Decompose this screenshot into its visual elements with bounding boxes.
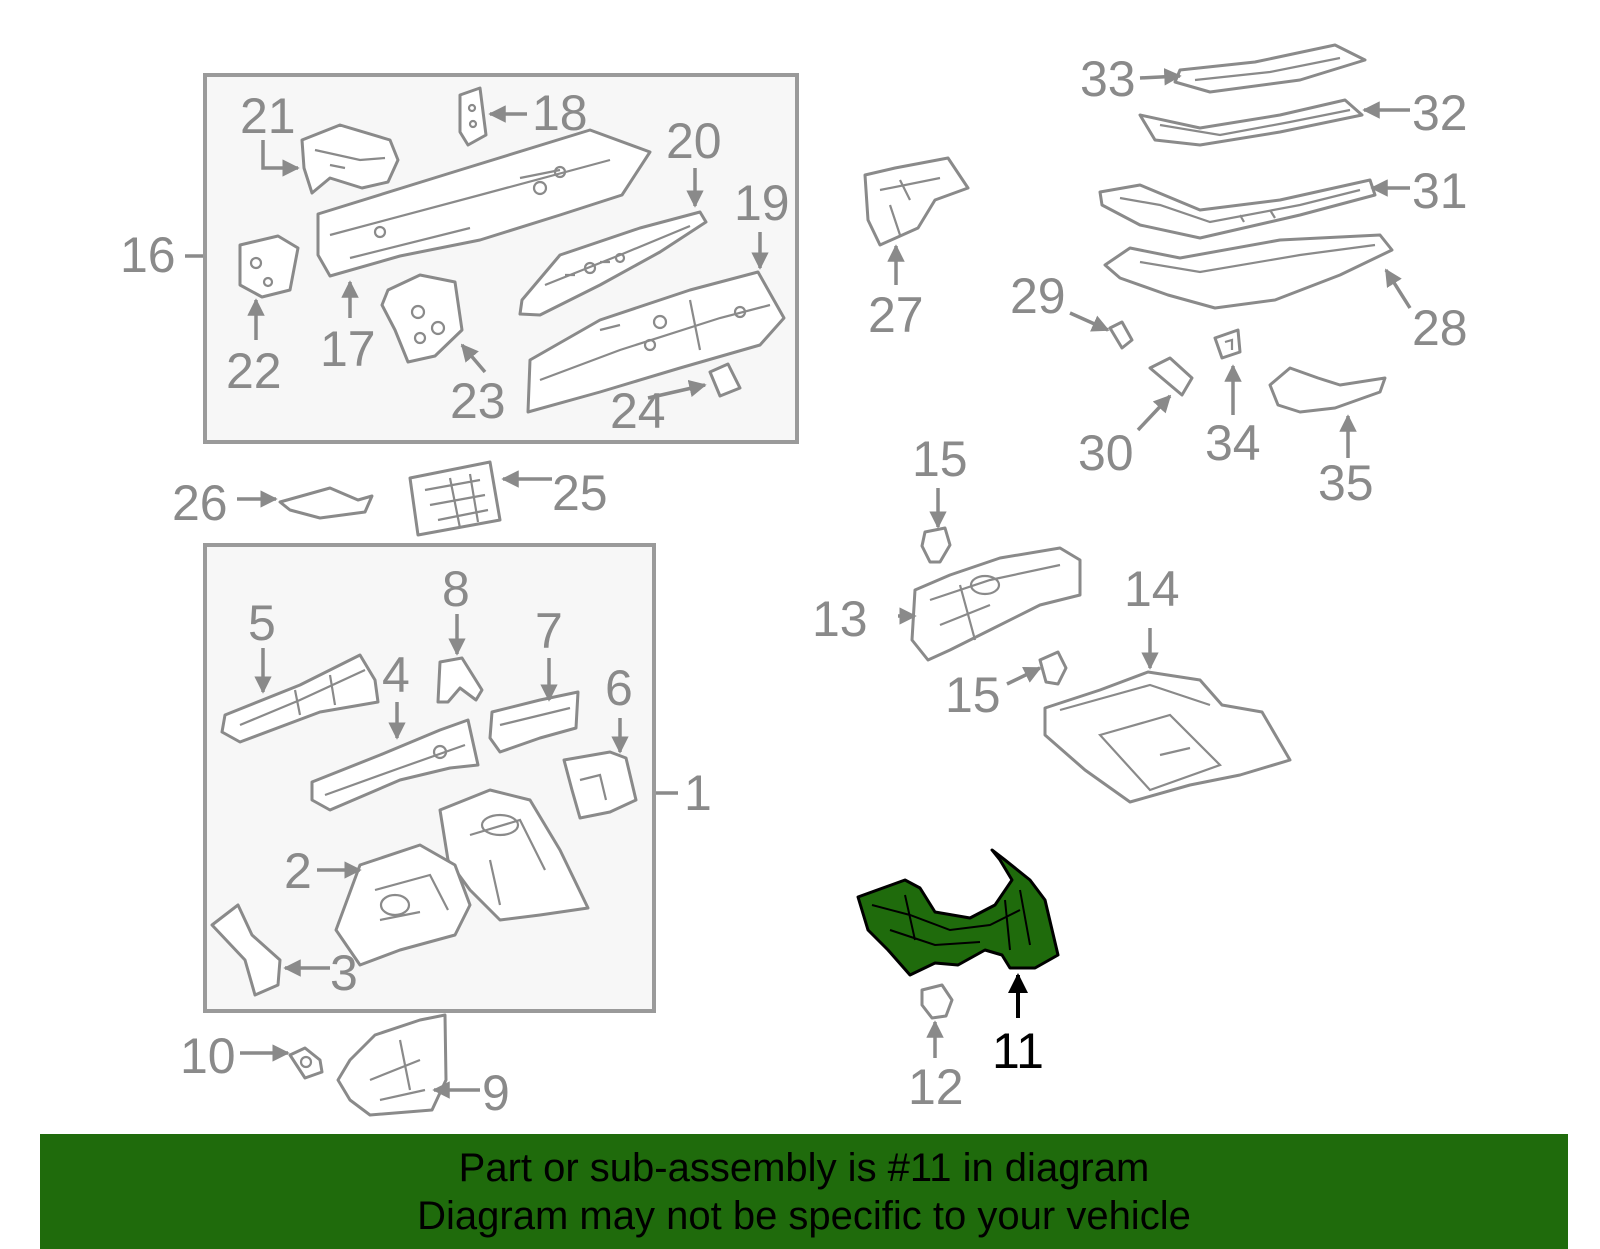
callout-16: 16 [120,227,176,283]
callout-labels: 21 18 20 19 16 17 22 23 24 26 25 5 8 7 6… [120,51,1468,1121]
part-10-clip [288,1046,324,1080]
callout-22: 22 [226,343,282,399]
part-11-shape [856,848,1060,977]
part-7-member [488,690,580,754]
part-15-clip-top [920,526,952,564]
part-8-bracket [436,656,484,704]
callout-35: 35 [1318,455,1374,511]
callout-17: 17 [320,321,376,377]
part-35-bracket [1268,366,1387,414]
part-28-dash-panel [1103,233,1394,310]
callout-18: 18 [532,85,588,141]
callout-9: 9 [482,1065,510,1121]
part-25-plate [408,460,502,537]
part-12-clip [920,983,954,1020]
callout-34: 34 [1205,415,1261,471]
part-15-clip-lower [1038,650,1068,686]
part-11-highlighted [856,848,1060,977]
callout-3: 3 [330,945,358,1001]
part-13-bracket [910,546,1082,662]
callout-30: 30 [1078,425,1134,481]
callout-7: 7 [535,603,563,659]
callout-10: 10 [180,1028,236,1084]
callout-2: 2 [284,843,312,899]
part-32-cowl-panel [1138,98,1364,147]
banner-line-1: Part or sub-assembly is #11 in diagram [458,1146,1150,1190]
callout-1: 1 [684,765,712,821]
part-27-bracket [863,156,970,247]
callout-20: 20 [666,113,722,169]
leader-lines [185,68,1412,1099]
part-20-rail-inner [518,210,708,317]
part-24-bracket [708,362,742,398]
callout-33: 33 [1080,51,1136,107]
part-23-bracket [380,273,464,364]
part-33-cowl-top [1173,43,1367,94]
part-17-frame-rail [316,128,652,278]
part-14-cover [1043,670,1292,804]
callout-19: 19 [734,175,790,231]
banner-line-2: Diagram may not be specific to your vehi… [417,1194,1191,1238]
callout-14: 14 [1124,561,1180,617]
callout-4: 4 [382,647,410,703]
callout-15-lower: 15 [945,667,1001,723]
callout-32: 32 [1412,85,1468,141]
part-5-member [220,653,380,744]
callout-15-top: 15 [912,431,968,487]
part-18-bracket [458,86,488,147]
part-30-bracket [1148,356,1194,397]
part-29-clip [1108,320,1134,350]
callout-24: 24 [610,383,666,439]
part-3-bracket [210,903,282,997]
part-31-cowl-inner [1098,178,1377,240]
part-9-bracket [336,1013,448,1117]
callout-13: 13 [812,591,868,647]
callout-25: 25 [552,465,608,521]
part-26-bracket [278,486,374,520]
info-banner: Part or sub-assembly is #11 in diagram D… [40,1134,1568,1249]
callout-12: 12 [908,1059,964,1115]
callout-11-highlighted: 11 [992,1023,1044,1079]
part-22-mount [238,234,300,299]
callout-21: 21 [240,88,296,144]
callout-26: 26 [172,475,228,531]
callout-6: 6 [605,660,633,716]
callout-27: 27 [868,287,924,343]
callout-31: 31 [1412,163,1468,219]
part-19-side-rail [526,270,786,414]
callout-28: 28 [1412,300,1468,356]
callout-29: 29 [1010,268,1066,324]
part-34-clip [1213,328,1242,360]
callout-5: 5 [248,595,276,651]
part-2-apron [334,843,472,967]
part-21-bracket [300,123,400,195]
callout-23: 23 [450,373,506,429]
callout-8: 8 [442,561,470,617]
part-4-member [310,718,480,812]
